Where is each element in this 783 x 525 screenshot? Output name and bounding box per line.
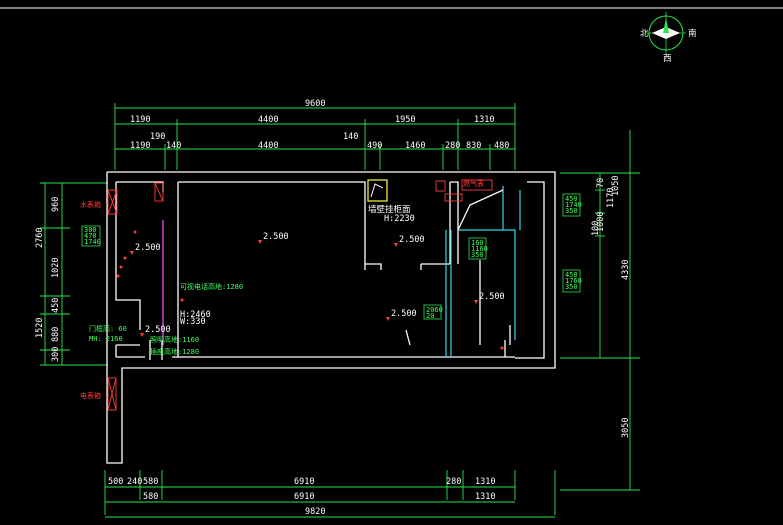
dim-bot-r1-1: 240 (127, 477, 142, 487)
elev-4: 2.500 (391, 309, 417, 319)
dim-left-4: 1520 (35, 318, 45, 338)
dim-bot-r2-1: 6910 (294, 492, 314, 502)
elev-2: 2.500 (399, 235, 425, 245)
tag1-0: 300 (84, 226, 97, 234)
dim-top-r1-1: 4400 (258, 115, 278, 125)
dim-top-r3-0: 1190 (130, 141, 150, 151)
label-cabinet: 墙壁挂柜面 (368, 204, 411, 215)
label-gas-meter: 燃气表 (463, 179, 484, 188)
dim-top-r3-1: 140 (166, 141, 181, 151)
dim-bot-r2-2: 1310 (475, 492, 495, 502)
label-door-box-h: 门框高: 60 (89, 324, 127, 333)
dim-top-r3-4: 1460 (405, 141, 425, 151)
dim-left-5: 880 (51, 327, 61, 342)
tag4-0: 2060 (426, 306, 443, 314)
label-electric-box: 电表箱 (80, 391, 101, 400)
elev-3: 2.500 (479, 292, 505, 302)
label-tv-height: 可视电话高地:1280 (180, 282, 243, 291)
fixtures (149, 179, 521, 360)
dim-top-r1-2: 1950 (395, 115, 415, 125)
bottom-dimensions: 500 240 580 6910 280 1310 580 6910 1310 … (104, 470, 556, 518)
dim-top-r2-a: 190 (150, 132, 165, 142)
elev-5: 2.500 (145, 325, 171, 335)
tag3-1: 1160 (471, 245, 488, 253)
dim-top-r3-7: 480 (494, 141, 509, 151)
compass-icon: 北 南 西 (640, 12, 697, 64)
dim-right-2: 1170 (606, 188, 616, 208)
tag2-0: 450 (565, 195, 578, 203)
tag1-2: 1740 (84, 238, 101, 246)
dim-bot-r1-2: 580 (143, 477, 158, 487)
dim-right-3: 1000 (596, 212, 606, 232)
dim-bot-r1-0: 500 (108, 477, 123, 487)
compass-north-label: 北 (640, 29, 649, 39)
tag3-2: 350 (471, 251, 484, 259)
outlet-dots (116, 230, 504, 350)
dim-left-2: 1020 (51, 258, 61, 278)
label-water-meter: 水表箱 (80, 200, 101, 209)
label-mh: MH: 2160 (89, 335, 123, 343)
tag4-1: 20 (426, 312, 434, 320)
elev-0: 2.500 (135, 243, 161, 253)
tag1-1: 470 (84, 232, 97, 240)
dim-left-6: 300 (51, 347, 61, 362)
dim-left-0: 960 (51, 197, 61, 212)
tag-boxes: 300 470 1740 450 1740 350 160 1160 350 2… (81, 193, 582, 320)
tag5-2: 350 (565, 283, 578, 291)
dim-bot-r1-4: 280 (446, 477, 461, 487)
dim-right-4: 100 (591, 221, 601, 236)
annotations: 水表箱 电表箱 燃气表 墙壁挂柜面 H:2230 可视电话高地:1280 H:2… (80, 179, 484, 400)
dim-left-3: 450 (51, 298, 61, 313)
walls (106, 171, 556, 464)
label-cabinet-h: H:2230 (384, 214, 415, 224)
dim-right-6: 3050 (621, 418, 631, 438)
tag2-1: 1740 (565, 201, 582, 209)
dim-top-r3-5: 280 (445, 141, 460, 151)
dim-right-0: 70 (596, 178, 606, 188)
dim-top-overall: 9600 (305, 99, 325, 109)
dim-top-r1-0: 1190 (130, 115, 150, 125)
left-dimensions: 960 2760 1020 450 1520 880 300 (35, 182, 108, 366)
compass-south-label: 南 (688, 28, 697, 39)
elevation-markers: 2.500 2.500 2.500 2.500 2.500 2.500 (130, 232, 505, 337)
dim-bot-r1-5: 1310 (475, 477, 495, 487)
label-switch-h1: 照明高地:1160 (150, 335, 199, 344)
tag5-0: 450 (565, 271, 578, 279)
dim-top-r2-b: 140 (343, 132, 358, 142)
tag5-1: 1760 (565, 277, 582, 285)
dim-right-5: 4330 (621, 260, 631, 280)
dim-top-r3-2: 4400 (258, 141, 278, 151)
dim-bot-overall: 9820 (305, 507, 325, 517)
label-intercom-h: H:2460 (180, 310, 211, 320)
right-dimensions: 70 1050 1170 1000 100 4330 3050 (560, 130, 640, 491)
tag2-2: 350 (565, 207, 578, 215)
meter-boxes (107, 179, 493, 411)
label-intercom-w: W:330 (180, 317, 206, 327)
top-dimensions: 9600 1190 4400 1950 1310 190 140 1190 14… (114, 99, 516, 170)
compass-bottom-label: 西 (663, 54, 672, 64)
dim-right-1: 1050 (611, 176, 621, 196)
label-switch-h2: 插座高地:1280 (150, 347, 199, 356)
dim-bot-r1-3: 6910 (294, 477, 314, 487)
elev-1: 2.500 (263, 232, 289, 242)
tag3-0: 160 (471, 239, 484, 247)
dim-left-1: 2760 (35, 228, 45, 248)
dim-bot-r2-0: 580 (143, 492, 158, 502)
dim-top-r1-3: 1310 (474, 115, 494, 125)
dim-top-r3-3: 490 (367, 141, 382, 151)
dim-top-r3-6: 830 (466, 141, 481, 151)
